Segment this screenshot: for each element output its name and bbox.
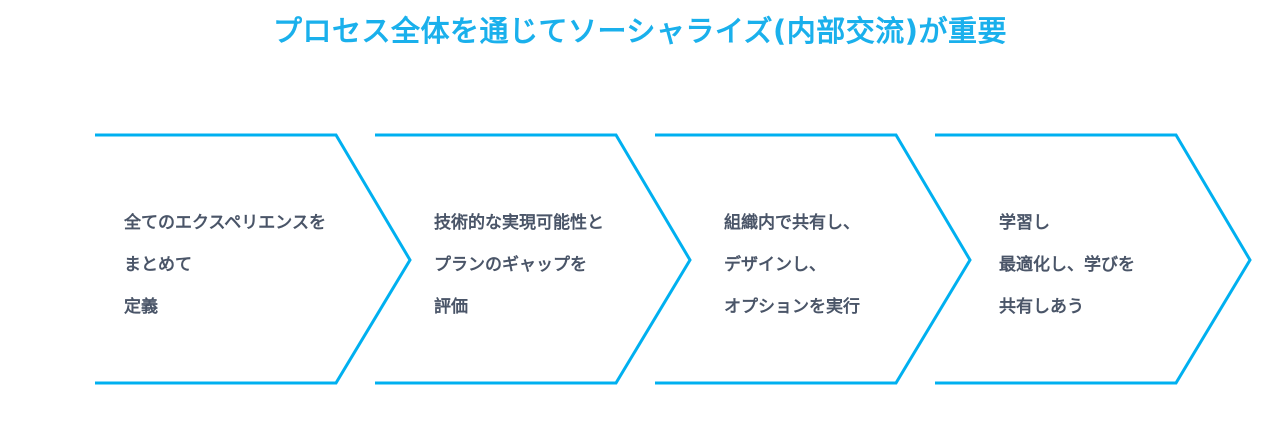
process-step-2: 技術的な実現可能性と プランのギャップを 評価	[375, 130, 695, 390]
step-line: プランのギャップを	[434, 255, 587, 275]
process-step-4: 学習し 最適化し、学びを 共有しあう	[935, 130, 1255, 390]
process-step-3: 組織内で共有し、 デザインし、 オプションを実行	[655, 130, 975, 390]
step-line: オプションを実行	[724, 297, 860, 317]
step-line: デザインし、	[724, 255, 826, 275]
step-line: まとめて	[124, 255, 192, 275]
step-text: 学習し 最適化し、学びを 共有しあう	[999, 202, 1135, 328]
step-text: 全てのエクスペリエンスを まとめて 定義	[124, 202, 326, 328]
page-title: プロセス全体を通じてソーシャライズ(内部交流)が重要	[272, 14, 1008, 48]
step-line: 組織内で共有し、	[724, 213, 860, 233]
chevron-shape	[375, 133, 692, 385]
step-text: 組織内で共有し、 デザインし、 オプションを実行	[724, 202, 860, 328]
step-line: 学習し	[999, 213, 1050, 233]
step-line: 技術的な実現可能性と	[434, 213, 604, 233]
step-text: 技術的な実現可能性と プランのギャップを 評価	[434, 202, 604, 328]
step-line: 評価	[434, 297, 468, 317]
step-line: 共有しあう	[999, 297, 1084, 317]
process-step-1: 全てのエクスペリエンスを まとめて 定義	[95, 130, 415, 390]
chevron-shape	[935, 133, 1252, 385]
step-line: 定義	[124, 297, 158, 317]
step-line: 全てのエクスペリエンスを	[124, 213, 326, 233]
chevron-shape	[655, 133, 972, 385]
chevron-shape	[95, 133, 412, 385]
step-line: 最適化し、学びを	[999, 255, 1135, 275]
